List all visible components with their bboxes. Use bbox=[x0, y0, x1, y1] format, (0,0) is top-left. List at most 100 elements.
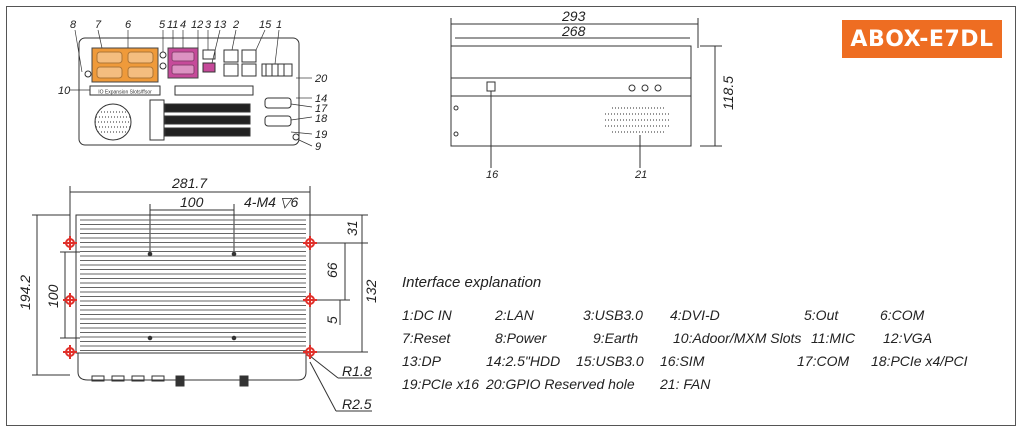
com-port bbox=[96, 51, 123, 64]
front-connector bbox=[91, 375, 105, 382]
dim-281-7: 281.7 bbox=[171, 175, 208, 191]
lan-port bbox=[223, 63, 239, 77]
front-chassis bbox=[78, 37, 300, 146]
callout-9: 9 bbox=[315, 141, 321, 153]
drawing-frame bbox=[6, 6, 1016, 426]
front-callouts: 8 7 6 5 11 4 12 3 13 2 15 1 10 20 14 17 … bbox=[58, 19, 328, 153]
dim-100v: 100 bbox=[45, 284, 61, 308]
dim-118-5: 118.5 bbox=[720, 76, 736, 110]
legend-item: 10:Adoor/MXM Slots bbox=[673, 330, 802, 346]
lan-port bbox=[241, 63, 257, 77]
dim-5: 5 bbox=[324, 316, 340, 324]
sim-slot bbox=[486, 81, 496, 92]
legend-item: 2:LAN bbox=[495, 307, 534, 323]
mount-mark bbox=[303, 345, 317, 359]
callout-2: 2 bbox=[232, 19, 239, 31]
callout-7: 7 bbox=[95, 19, 102, 31]
dim-293: 293 bbox=[561, 8, 586, 24]
usb-port bbox=[202, 49, 216, 60]
gpio-header bbox=[261, 63, 293, 77]
power-button bbox=[84, 70, 92, 78]
mount-mark bbox=[63, 293, 77, 307]
side-labels: 293 268 118.5 16 21 bbox=[486, 8, 736, 181]
slot-bracket bbox=[149, 99, 165, 141]
legend-item: 12:VGA bbox=[883, 330, 933, 346]
dim-66: 66 bbox=[324, 262, 340, 278]
mount-mark bbox=[303, 236, 317, 250]
side-fan-vent bbox=[605, 107, 670, 133]
antenna-post bbox=[239, 375, 249, 387]
callout-4: 4 bbox=[180, 19, 186, 31]
dp-port bbox=[202, 62, 216, 73]
lan-port bbox=[223, 49, 239, 63]
callout-11: 11 bbox=[167, 19, 178, 31]
legend-item: 4:DVI-D bbox=[670, 307, 720, 323]
com-port-17 bbox=[264, 97, 292, 109]
mount-mark bbox=[303, 293, 317, 307]
earth-screw bbox=[292, 133, 300, 141]
dim-r2-5: R2.5 bbox=[342, 396, 372, 412]
callout-17: 17 bbox=[315, 103, 328, 115]
vga-port bbox=[171, 64, 195, 75]
com-port bbox=[127, 51, 154, 64]
callout-10: 10 bbox=[58, 85, 71, 97]
legend-item: 3:USB3.0 bbox=[583, 307, 643, 323]
legend-item: 19:PCIe x16 bbox=[402, 376, 480, 392]
callout-20: 20 bbox=[314, 73, 328, 85]
callout-14: 14 bbox=[315, 93, 327, 105]
dim-268: 268 bbox=[561, 23, 586, 39]
dim-m4: 4-M4 ▽6 bbox=[244, 194, 299, 210]
dim-132: 132 bbox=[363, 279, 379, 303]
lan-port bbox=[241, 49, 257, 63]
legend-item: 9:Earth bbox=[593, 330, 639, 346]
mic-jack bbox=[159, 62, 167, 70]
legend-item: 13:DP bbox=[402, 353, 441, 369]
legend-item: 16:SIM bbox=[660, 353, 705, 369]
callout-21: 21 bbox=[634, 169, 647, 181]
dim-100h: 100 bbox=[180, 194, 204, 210]
expansion-label-strip bbox=[89, 85, 161, 96]
callout-15: 15 bbox=[259, 19, 272, 31]
legend-item: 1:DC IN bbox=[402, 307, 452, 323]
side-view bbox=[450, 18, 722, 168]
legend-item: 20:GPIO Reserved hole bbox=[486, 376, 635, 392]
legend-item: 6:COM bbox=[880, 307, 925, 323]
callout-12: 12 bbox=[191, 19, 203, 31]
callout-3: 3 bbox=[205, 19, 212, 31]
legend-item: 17:COM bbox=[797, 353, 850, 369]
callout-5: 5 bbox=[159, 19, 166, 31]
callout-18: 18 bbox=[315, 113, 328, 125]
mount-mark bbox=[63, 236, 77, 250]
com-port bbox=[96, 66, 123, 79]
legend-item: 11:MIC bbox=[811, 330, 856, 346]
callout-16: 16 bbox=[486, 169, 499, 181]
top-labels: 281.7 100 4-M4 ▽6 194.2 100 31 66 132 5 … bbox=[17, 175, 379, 412]
front-connector bbox=[131, 375, 145, 382]
callout-8: 8 bbox=[70, 19, 77, 31]
legend-item: 21: FAN bbox=[660, 376, 711, 392]
front-connector bbox=[151, 375, 165, 382]
callout-19: 19 bbox=[315, 129, 327, 141]
legend-item: 18:PCIe x4/PCI bbox=[871, 353, 968, 369]
legend-item: 7:Reset bbox=[402, 330, 451, 346]
pcie-slot bbox=[164, 127, 251, 137]
legend-item: 15:USB3.0 bbox=[576, 353, 644, 369]
pcie-slot bbox=[164, 103, 251, 113]
legend-item: 14:2.5"HDD bbox=[486, 353, 561, 369]
legend-item: 8:Power bbox=[495, 330, 547, 346]
dvi-port bbox=[171, 51, 195, 62]
interface-legend: Interface explanation 1:DC IN 2:LAN 3:US… bbox=[402, 274, 1002, 394]
heatsink-body bbox=[75, 214, 311, 354]
io-slot-cover bbox=[174, 85, 254, 96]
callout-6: 6 bbox=[125, 19, 132, 31]
com-port-18 bbox=[264, 115, 292, 127]
side-bottom-section bbox=[450, 95, 692, 147]
top-view bbox=[32, 186, 372, 412]
antenna-post bbox=[175, 375, 185, 387]
callout-1: 1 bbox=[276, 19, 282, 31]
mounting-marks bbox=[63, 236, 317, 359]
front-view: IO Expansion Slots/ffsor bbox=[70, 29, 313, 147]
dim-r1-8: R1.8 bbox=[342, 363, 372, 379]
audio-out-jack bbox=[159, 51, 167, 59]
